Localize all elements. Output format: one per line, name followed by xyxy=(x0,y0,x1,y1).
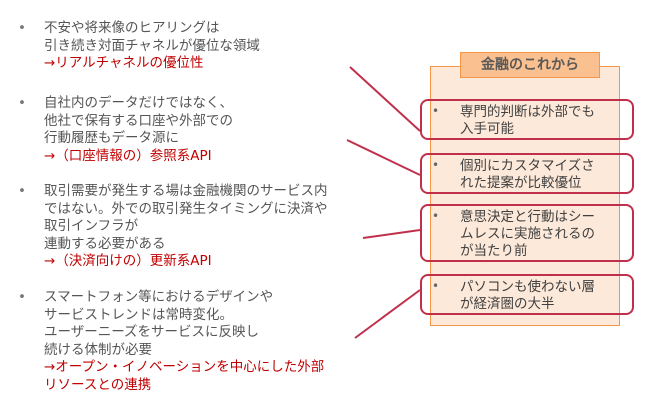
bullet-icon: • xyxy=(18,289,26,305)
item-text-line: ではない。外での取引発生タイミングに決済や xyxy=(44,200,328,217)
connector-line xyxy=(349,66,421,132)
panel-item-line: ムレスに実施されるの xyxy=(460,226,595,242)
panel-item-line: 入手可能 xyxy=(460,121,514,137)
connector-line xyxy=(354,289,421,339)
item-note: →リアルチャネルの優位性 xyxy=(44,55,204,71)
list-item: • 不安や将来像のヒアリングは 引き続き対面チャネルが優位な領域 →リアルチャネ… xyxy=(18,20,363,73)
item-text-line: スマートフォン等におけるデザインや xyxy=(44,289,274,305)
connector-line xyxy=(362,229,421,239)
list-item: • 自社内のデータだけではなく、 他社で保有する口座や外部での 行動履歴もデータ… xyxy=(18,95,363,165)
connector-line xyxy=(346,139,421,176)
bullet-icon: • xyxy=(432,158,440,172)
panel-title: 金融のこれから xyxy=(460,52,600,78)
list-item: • スマートフォン等におけるデザインや サービストレンドは常時変化。 ユーザーニ… xyxy=(18,289,363,394)
panel-item-line: 個別にカスタマイズさ xyxy=(460,158,595,174)
panel-item: • 専門的判断は外部でも 入手可能 xyxy=(420,99,634,140)
item-note: →（口座情報の）参照系API xyxy=(44,147,212,164)
panel-item-line: パソコンも使わない層 xyxy=(460,279,595,295)
list-item: • 取引需要が発生する場は金融機関のサービス内 ではない。外での取引発生タイミン… xyxy=(18,183,363,271)
bullet-icon: • xyxy=(18,20,26,36)
panel-item-line: れた提案が比較優位 xyxy=(460,175,582,191)
item-text-line: 自社内のデータだけではなく、 xyxy=(44,95,233,111)
bullet-icon: • xyxy=(18,95,26,111)
bullet-icon: • xyxy=(432,279,440,293)
panel-item: • 個別にカスタマイズさ れた提案が比較優位 xyxy=(420,153,634,194)
item-text-line: 取引インフラが xyxy=(44,218,139,234)
panel-item: • パソコンも使わない層 が経済圏の大半 xyxy=(420,274,634,315)
item-text-line: 続ける体制が必要 xyxy=(44,341,152,358)
bullet-icon: • xyxy=(432,209,440,223)
item-text-line: 連動する必要がある xyxy=(44,235,166,252)
panel-item-line: が当たり前 xyxy=(460,243,528,259)
future-finance-panel xyxy=(430,66,620,326)
item-text-line: 不安や将来像のヒアリングは xyxy=(44,20,220,36)
item-text-line: 他社で保有する口座や外部での xyxy=(44,112,233,129)
item-text-line: ユーザーニーズをサービスに反映し xyxy=(44,324,260,340)
panel-item: • 意思決定と行動はシー ムレスに実施されるの が当たり前 xyxy=(420,204,634,262)
item-text-line: サービストレンドは常時変化。 xyxy=(44,306,233,323)
item-text-line: 行動履歴もデータ源に xyxy=(44,130,179,146)
panel-item-line: 専門的判断は外部でも xyxy=(460,104,595,120)
bullet-icon: • xyxy=(432,104,440,118)
item-text-line: 取引需要が発生する場は金融機関のサービス内 xyxy=(44,183,328,199)
panel-item-line: 意思決定と行動はシー xyxy=(460,209,595,225)
item-note: →オープン・イノベーションを中心にした外部 リソースとの連携 xyxy=(44,359,325,393)
bullet-icon: • xyxy=(18,183,26,199)
item-text-line: 引き続き対面チャネルが優位な領域 xyxy=(44,37,260,54)
panel-item-line: が経済圏の大半 xyxy=(460,296,555,312)
item-note: →（決済向けの）更新系API xyxy=(44,253,212,269)
